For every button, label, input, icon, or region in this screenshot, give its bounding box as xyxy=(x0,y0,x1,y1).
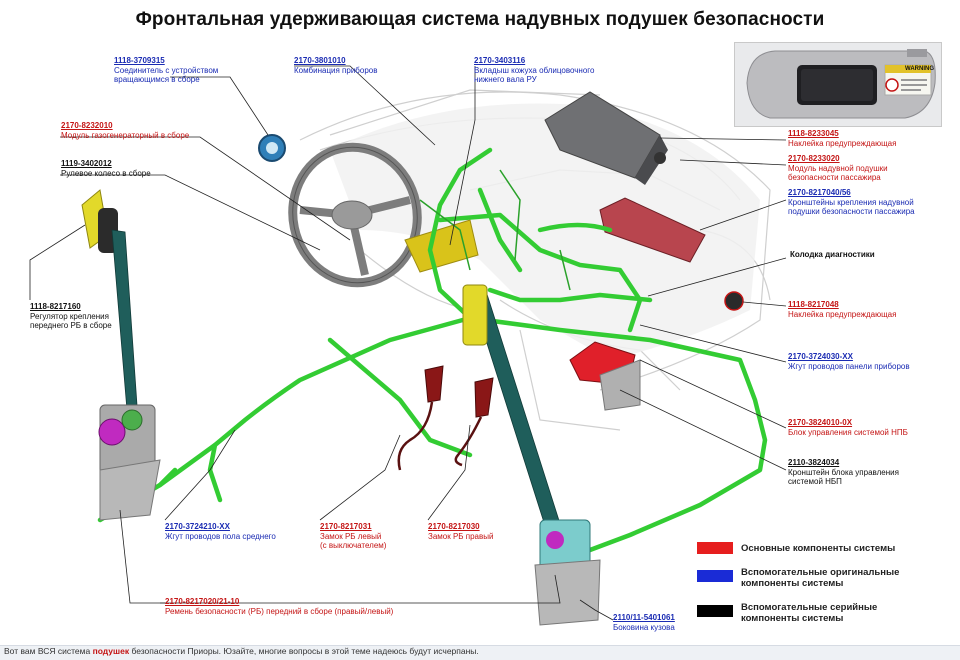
label-body-side: 2110/11-5401061 Боковина кузова xyxy=(613,613,675,632)
seat-belt-left xyxy=(98,229,161,521)
label-control-unit: 2170-3824010-0X Блок управления системой… xyxy=(788,418,908,437)
warning-sticker-text: WARNING xyxy=(905,66,934,72)
legend-label-main: Основные компоненты системы xyxy=(741,543,896,554)
wiring-harness-detail xyxy=(419,169,571,291)
control-unit-bracket xyxy=(599,359,641,411)
sun-visor-photo: WARNING xyxy=(734,42,942,127)
footer-text: Вот вам ВСЯ система подушек безопасности… xyxy=(4,646,479,656)
column-cover xyxy=(404,219,479,273)
legend-swatch-main xyxy=(697,542,733,554)
label-steering-wheel: 1119-3402012 Рулевое колесо в сборе xyxy=(61,159,151,178)
label-gas-generator-module: 2170-8232010 Модуль газогенераторный в с… xyxy=(61,121,190,140)
label-seat-belt: 2170-8217020/21-10 Ремень безопасности (… xyxy=(165,597,394,616)
label-column-cover-insert: 2170-3403116 Вкладыш кожуха облицовочног… xyxy=(474,56,595,84)
seat-belt-right xyxy=(462,284,601,626)
warning-sticker-right xyxy=(724,291,744,311)
label-buckle-left: 2170-8217031 Замок РБ левый(с выключател… xyxy=(320,522,387,550)
label-floor-harness: 2170-3724210-XX Жгут проводов пола средн… xyxy=(165,522,276,541)
passenger-airbag-module xyxy=(544,91,668,185)
clock-spring xyxy=(258,134,286,162)
label-passenger-airbag-brackets: 2170-8217040/56 Кронштейны крепления над… xyxy=(788,188,915,216)
leader-lines xyxy=(29,65,787,621)
legend-label-aux-serial: Вспомогательные серийные компоненты сист… xyxy=(741,602,878,624)
legend-label-aux-original: Вспомогательные оригинальные компоненты … xyxy=(741,567,900,589)
seat-belt-buckle-right xyxy=(454,377,494,467)
page-title: Фронтальная удерживающая система надувны… xyxy=(135,9,825,30)
legend-swatch-aux-original xyxy=(697,570,733,582)
label-warning-sticker-visor: 1118-8233045 Наклейка предупреждающая xyxy=(788,129,897,148)
label-warning-sticker-dash: 1118-8217048 Наклейка предупреждающая xyxy=(788,300,897,319)
label-diagnostic-connector: Колодка диагностики xyxy=(790,250,875,259)
sun-visor-drawing xyxy=(746,49,936,119)
footer-highlight-link[interactable]: подушек xyxy=(92,646,130,656)
belt-height-adjuster xyxy=(81,189,118,253)
seat-belt-buckle-left xyxy=(397,365,444,471)
legend-swatch-aux-serial xyxy=(697,605,733,617)
label-dash-harness: 2170-3724030-XX Жгут проводов панели при… xyxy=(788,352,910,371)
footer-bar xyxy=(0,645,960,660)
label-buckle-right: 2170-8217030 Замок РБ правый xyxy=(428,522,494,541)
steering-wheel xyxy=(288,142,422,288)
label-instrument-cluster: 2170-3801010 Комбинация приборов xyxy=(294,56,378,75)
